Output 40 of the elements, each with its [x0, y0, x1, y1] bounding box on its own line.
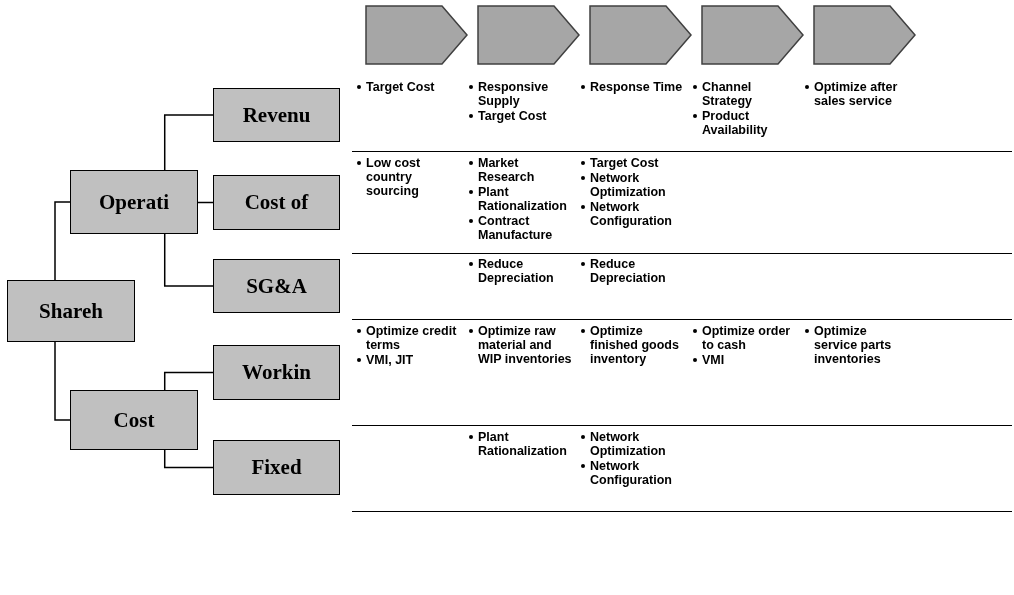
category-box: Fixed — [213, 440, 340, 495]
bullet-item: Plant Rationalization — [478, 185, 568, 213]
bullet-item: Responsive Supply — [478, 80, 550, 108]
bullet-item: Optimize order to cash — [702, 324, 792, 352]
category-box: Revenu — [213, 88, 340, 142]
bullet-item: Optimize after sales service — [814, 80, 899, 108]
bullet-item: Optimize credit terms — [366, 324, 458, 352]
bullet-item: Target Cost — [366, 80, 435, 94]
bullet-item: Target Cost — [590, 156, 659, 170]
bullet-item: Channel Strategy — [702, 80, 754, 108]
bullet-item: Plant Rationalization — [478, 430, 568, 458]
bullet-item: Network Configuration — [590, 200, 673, 228]
bullet-item: Network Optimization — [590, 430, 667, 458]
connector-line — [54, 341, 71, 421]
connector-line — [163, 114, 214, 171]
connector-line — [54, 201, 71, 281]
bullet-item: VMI, JIT — [366, 353, 414, 367]
bullet-item: Optimize raw material and WIP inventories — [478, 324, 573, 366]
category-box: Workin — [213, 345, 340, 400]
bullet-item: Response Time — [590, 80, 683, 94]
bullet-item: Reduce Depreciation — [478, 257, 555, 285]
bullet-item: Low cost country sourcing — [366, 156, 422, 198]
connector-line — [163, 449, 214, 469]
category-box: Shareh — [7, 280, 135, 342]
category-box: SG&A — [213, 259, 340, 313]
bullet-item: Reduce Depreciation — [590, 257, 667, 285]
bullet-item: Market Research — [478, 156, 536, 184]
bullet-item: Network Configuration — [590, 459, 673, 487]
bullet-item: Optimize finished goods inventory — [590, 324, 680, 366]
connector-line — [163, 233, 214, 287]
bullet-item: VMI — [702, 353, 725, 367]
category-box: Cost of — [213, 175, 340, 230]
category-box: Operati — [70, 170, 198, 234]
bullet-item: Contract Manufacture — [478, 214, 554, 242]
bullet-item: Product Availability — [702, 109, 769, 137]
connector-line — [163, 371, 214, 391]
category-box: Cost — [70, 390, 198, 450]
bullet-item: Network Optimization — [590, 171, 667, 199]
bullet-item: Target Cost — [478, 109, 547, 123]
bullet-item: Optimize service parts inventories — [814, 324, 893, 366]
